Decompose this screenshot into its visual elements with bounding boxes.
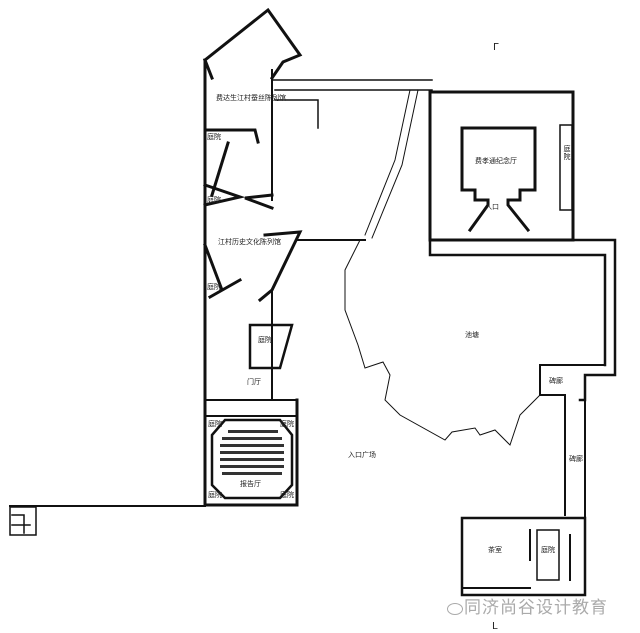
label-courtyard-4: 庭院 (258, 336, 272, 344)
wechat-icon (447, 603, 463, 615)
tea-room-courtyard (536, 529, 560, 581)
label-courtyard-5: 庭院 (208, 420, 222, 428)
memorial-building (428, 90, 575, 242)
north-corridor (271, 79, 433, 91)
label-pond: 池塘 (465, 331, 479, 339)
small-building (9, 506, 37, 536)
stele-corridor (539, 364, 606, 521)
label-memorial-hall: 费孝通纪念厅 (475, 157, 517, 165)
zigzag-wall-2 (244, 193, 274, 210)
label-entrance-plaza: 入口广场 (348, 451, 376, 459)
auditorium-seats (220, 430, 284, 475)
label-courtyard-2: 庭院 (207, 196, 221, 204)
label-silk-museum: 费达生江村蚕丝陈列馆 (216, 94, 286, 102)
auditorium-wall (204, 399, 298, 417)
zigzag-wall-1 (203, 128, 260, 207)
label-courtyard-10: 庭院 (541, 546, 555, 554)
memorial-hall-inner (460, 126, 537, 233)
label-stele-corridor-1: 碑廊 (549, 377, 563, 385)
south-mark: L (492, 621, 498, 632)
silk-museum-roof (202, 7, 303, 81)
pond-edge (344, 239, 541, 446)
tea-room (460, 516, 587, 597)
tea-room-wall (461, 529, 571, 589)
east-corridor (428, 238, 617, 402)
label-courtyard-8: 庭院 (280, 491, 294, 499)
label-courtyard-9: 庭院 (563, 145, 571, 161)
zigzag-wall-3 (203, 230, 303, 303)
auditorium-octagon (210, 418, 294, 500)
memorial-courtyard (559, 124, 573, 211)
label-lobby: 门厅 (247, 378, 261, 386)
lobby-courtyard (248, 323, 294, 370)
label-courtyard-3: 庭院 (207, 283, 221, 291)
label-auditorium: 报告厅 (240, 480, 261, 488)
label-entrance: 入口 (485, 203, 499, 211)
label-courtyard-7: 庭院 (208, 491, 222, 499)
small-building-inner (11, 514, 31, 534)
north-mark: Γ (493, 42, 499, 53)
left-building-wall (203, 58, 299, 507)
glass-walkway (364, 89, 419, 239)
watermark: 同济尚谷设计教育 (464, 598, 608, 618)
north-room (274, 99, 319, 129)
label-stele-corridor-2: 碑廊 (569, 455, 583, 463)
label-courtyard-1: 庭院 (207, 133, 221, 141)
label-history-museum: 江村历史文化陈列馆 (218, 238, 281, 246)
label-tea-room: 茶室 (488, 546, 502, 554)
label-courtyard-6: 庭院 (280, 420, 294, 428)
